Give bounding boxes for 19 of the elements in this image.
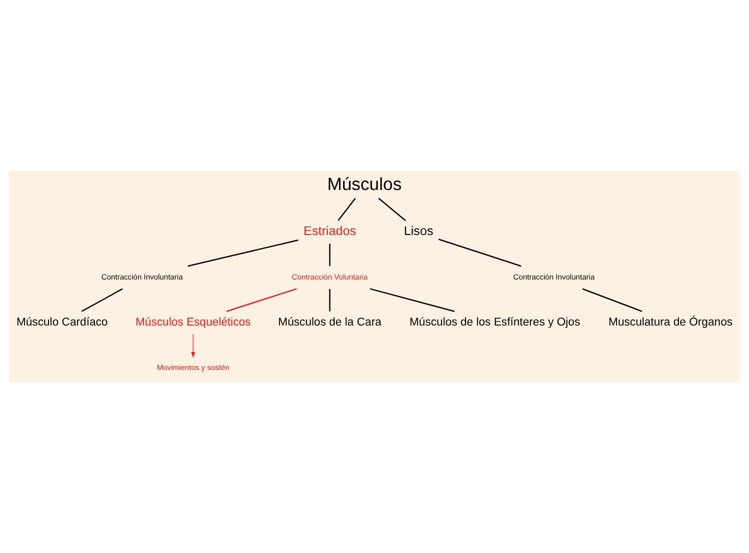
node-text: Músculos de la Cara (278, 316, 382, 329)
connector (329, 244, 330, 266)
arrow (191, 334, 196, 358)
connector (329, 288, 330, 312)
connector (338, 198, 356, 221)
connector (582, 288, 642, 312)
node-text: Musculatura de Órganos (608, 316, 733, 329)
connector (370, 288, 455, 312)
connector (81, 288, 123, 312)
node-text: Músculo Cardíaco (16, 316, 108, 329)
node-text: Músculos (327, 174, 402, 194)
node-text: Músculos Esqueléticos (135, 316, 251, 329)
node-text: Lisos (404, 224, 434, 238)
node-text: Estriados (304, 224, 356, 238)
connector (188, 240, 298, 267)
connector (438, 238, 522, 267)
connector (226, 288, 297, 312)
connector (378, 198, 406, 222)
node-text: Músculos de los Esfínteres y Ojos (409, 316, 580, 329)
